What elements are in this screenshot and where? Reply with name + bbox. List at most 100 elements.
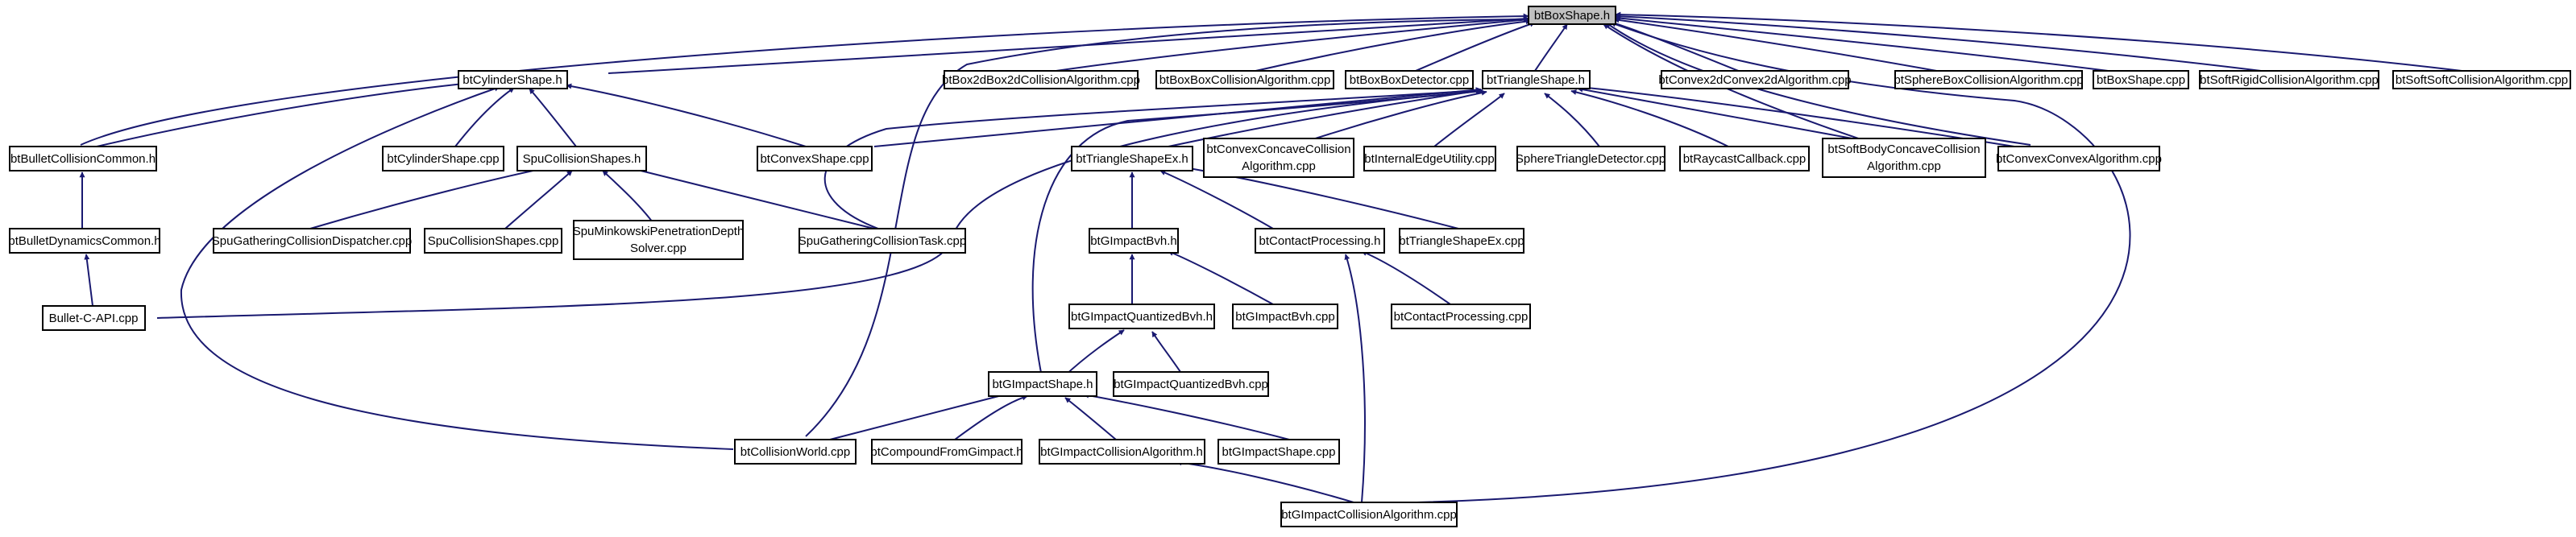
node-btconvex2dconvex2dalgorithm-cpp[interactable]: btConvex2dConvex2dAlgorithm.cpp <box>1658 70 1852 89</box>
node-spucollisionshapes-cpp[interactable]: SpuCollisionShapes.cpp <box>424 228 562 254</box>
node-spheretriangledetector-cpp[interactable]: SphereTriangleDetector.cpp <box>1516 146 1665 171</box>
node-btconvexshape-cpp[interactable]: btConvexShape.cpp <box>757 146 873 171</box>
edge-spugatheringtask-to-triangleshape <box>823 87 1482 229</box>
edge-raycastcallback-to-triangleshape <box>1570 89 1729 147</box>
svg-text:SpuMinkowskiPenetrationDepth: SpuMinkowskiPenetrationDepth <box>573 225 745 238</box>
edge-collisionworld-to-cylindershape <box>180 85 734 450</box>
svg-text:btRaycastCallback.cpp: btRaycastCallback.cpp <box>1683 152 1807 166</box>
svg-text:btGImpactBvh.cpp: btGImpactBvh.cpp <box>1235 310 1334 324</box>
node-btsoftsoftcollisionalgorithm-cpp[interactable]: btSoftSoftCollisionAlgorithm.cpp <box>2392 70 2571 89</box>
node-btcylindershape-h[interactable]: btCylinderShape.h <box>458 70 568 89</box>
svg-text:btContactProcessing.cpp: btContactProcessing.cpp <box>1394 310 1529 324</box>
node-btsphereboxcollisionalgorithm-cpp[interactable]: btSphereBoxCollisionAlgorithm.cpp <box>1894 70 2084 89</box>
edge-softrigid-to-boxshape <box>1615 13 2281 74</box>
svg-text:btTriangleShapeEx.h: btTriangleShapeEx.h <box>1076 152 1188 166</box>
node-btcompoundfromgimpact-h[interactable]: btCompoundFromGimpact.h <box>870 439 1023 465</box>
nodes: btBoxShape.h btCylinderShape.h btBox2dBo… <box>8 6 2571 527</box>
edge-bulletcollisioncommon-to-boxshape <box>80 13 1529 146</box>
svg-text:btTriangleShape.h: btTriangleShape.h <box>1487 73 1585 87</box>
edge-convexshapecpp-to-triangleshape <box>873 87 1482 147</box>
node-btbulletcollisioncommon-h[interactable]: btBulletCollisionCommon.h <box>9 146 157 171</box>
node-btconvexconvexalgorithm-cpp[interactable]: btConvexConvexAlgorithm.cpp <box>1996 146 2162 171</box>
node-btboxboxcollisionalgorithm-cpp[interactable]: btBoxBoxCollisionAlgorithm.cpp <box>1155 70 1334 89</box>
edge-boxboxalgo-to-boxshape <box>1244 19 1532 74</box>
node-btbulletdynamicscommon-h[interactable]: btBulletDynamicsCommon.h <box>8 228 161 254</box>
svg-text:btSoftSoftCollisionAlgorithm.c: btSoftSoftCollisionAlgorithm.cpp <box>2396 73 2568 87</box>
edge-gimpactbvhcpp-to-gimpactbvhh <box>1168 250 1274 305</box>
svg-text:btGImpactQuantizedBvh.cpp: btGImpactQuantizedBvh.cpp <box>1114 378 1268 391</box>
node-btgimpactbvh-h[interactable]: btGImpactBvh.h <box>1089 228 1179 254</box>
edge-convexconcave-to-triangleshape <box>1305 89 1487 143</box>
edge-gimpactshapecpp-to-gimpactshapeh <box>1083 392 1290 440</box>
edge-compoundfromgimpact-to-gimpactshapeh <box>954 394 1028 440</box>
node-btboxboxdetector-cpp[interactable]: btBoxBoxDetector.cpp <box>1345 70 1474 89</box>
svg-text:btGImpactQuantizedBvh.h: btGImpactQuantizedBvh.h <box>1071 310 1213 324</box>
svg-text:btConvexConvexAlgorithm.cpp: btConvexConvexAlgorithm.cpp <box>1996 152 2162 166</box>
node-spugatheringcollisiontask-cpp[interactable]: SpuGatheringCollisionTask.cpp <box>799 228 966 254</box>
svg-text:Algorithm.cpp: Algorithm.cpp <box>1867 159 1941 173</box>
node-btgimpactcollisionalgorithm-cpp[interactable]: btGImpactCollisionAlgorithm.cpp <box>1280 502 1458 527</box>
node-btgimpactbvh-cpp[interactable]: btGImpactBvh.cpp <box>1232 304 1338 329</box>
edge-convexconvex-to-triangleshape <box>1578 85 2015 147</box>
svg-text:btContactProcessing.h: btContactProcessing.h <box>1259 234 1381 248</box>
edge-gimpactcollalgocpp-to-contactprocessingh <box>1344 254 1366 503</box>
edge-collisionworld-to-boxshape <box>805 16 1530 437</box>
svg-text:btBox2dBox2dCollisionAlgorithm: btBox2dBox2dCollisionAlgorithm.cpp <box>942 73 1140 87</box>
svg-text:btBoxShape.cpp: btBoxShape.cpp <box>2097 73 2185 87</box>
svg-text:btBoxShape.h: btBoxShape.h <box>1534 9 1610 23</box>
edge-spucollisionshapesh-to-cylindershape <box>529 88 577 147</box>
svg-text:SpuCollisionShapes.cpp: SpuCollisionShapes.cpp <box>428 234 559 248</box>
edge-bulletcapi-to-bulletdynamicscommon <box>84 254 93 307</box>
edge-spuminkowski-to-spucollisionshapesh <box>602 170 653 223</box>
edge-spucollisionshapescpp-to-spucollisionshapesh <box>504 170 573 229</box>
svg-text:btGImpactShape.h: btGImpactShape.h <box>992 378 1093 391</box>
node-btbox2dbox2dcollisionalgorithm-cpp[interactable]: btBox2dBox2dCollisionAlgorithm.cpp <box>942 70 1140 89</box>
edge-cylindershape-to-boxshape <box>608 15 1529 74</box>
node-btcylindershape-cpp[interactable]: btCylinderShape.cpp <box>382 146 504 171</box>
node-spucollisionshapes-h[interactable]: SpuCollisionShapes.h <box>516 146 647 171</box>
edge-softbodyconcave-to-triangleshape <box>1577 86 1870 143</box>
node-btcontactprocessing-h[interactable]: btContactProcessing.h <box>1255 228 1385 254</box>
edge-contactprocessingh-to-triangleshapeexh <box>1159 170 1274 229</box>
edge-gimpactshapeh-to-triangleshape <box>1031 89 1483 378</box>
node-bttriangleshape-h[interactable]: btTriangleShape.h <box>1482 70 1591 89</box>
node-btgimpactshape-cpp[interactable]: btGImpactShape.cpp <box>1217 439 1340 465</box>
node-bullet-c-api-cpp[interactable]: Bullet-C-API.cpp <box>42 305 146 331</box>
node-btcollisionworld-cpp[interactable]: btCollisionWorld.cpp <box>734 439 857 465</box>
node-btgimpactquantizedbvh-h[interactable]: btGImpactQuantizedBvh.h <box>1068 304 1215 329</box>
edge-spugatheringtask-to-spucollisionshapesh <box>624 165 875 229</box>
node-btboxshape-cpp[interactable]: btBoxShape.cpp <box>2093 70 2189 89</box>
svg-text:btBulletDynamicsCommon.h: btBulletDynamicsCommon.h <box>8 234 160 248</box>
edge-convexshapecpp-to-cylindershape <box>566 83 807 147</box>
node-btcontactprocessing-cpp[interactable]: btContactProcessing.cpp <box>1391 304 1531 329</box>
edge-boxboxdetector-to-boxshape <box>1409 21 1536 74</box>
svg-text:btBoxBoxDetector.cpp: btBoxBoxDetector.cpp <box>1350 73 1469 87</box>
edge-gimpactcollalgocpp-to-gimpactcollalgoh <box>1176 460 1354 503</box>
svg-text:btConvexShape.cpp: btConvexShape.cpp <box>760 152 869 166</box>
edge-boxshapecpp-to-boxshape <box>1615 15 2128 74</box>
edge-gimpactcollalgocpp-to-boxshape <box>1385 21 2131 504</box>
node-spugatheringcollisiondispatcher-cpp[interactable]: SpuGatheringCollisionDispatcher.cpp <box>212 228 412 254</box>
edge-internaledge-to-triangleshape <box>1433 93 1505 147</box>
svg-text:btCollisionWorld.cpp: btCollisionWorld.cpp <box>740 445 850 459</box>
node-btgimpactshape-h[interactable]: btGImpactShape.h <box>988 371 1097 397</box>
node-btsoftrigidcollisionalgorithm-cpp[interactable]: btSoftRigidCollisionAlgorithm.cpp <box>2199 70 2379 89</box>
node-btgimpactquantizedbvh-cpp[interactable]: btGImpactQuantizedBvh.cpp <box>1113 371 1269 397</box>
svg-text:SpuCollisionShapes.h: SpuCollisionShapes.h <box>523 152 641 166</box>
edge-spugatheringdispatcher-to-spucollisionshapesh <box>309 163 561 229</box>
node-btraycastcallback-cpp[interactable]: btRaycastCallback.cpp <box>1679 146 1810 171</box>
edge-contactprocessingcpp-to-contactprocessingh <box>1361 250 1451 305</box>
svg-text:SpuGatheringCollisionTask.cpp: SpuGatheringCollisionTask.cpp <box>799 234 966 248</box>
svg-text:btInternalEdgeUtility.cpp: btInternalEdgeUtility.cpp <box>1364 152 1494 166</box>
node-btgimpactcollisionalgorithm-h[interactable]: btGImpactCollisionAlgorithm.h <box>1039 439 1205 465</box>
node-btinternaledgeutility-cpp[interactable]: btInternalEdgeUtility.cpp <box>1363 146 1496 171</box>
node-btboxshape-h[interactable]: btBoxShape.h <box>1528 6 1616 25</box>
svg-text:btSoftRigidCollisionAlgorithm.: btSoftRigidCollisionAlgorithm.cpp <box>2200 73 2379 87</box>
node-bttriangleshapeex-h[interactable]: btTriangleShapeEx.h <box>1071 146 1193 171</box>
edge-triangleshape-to-boxshape <box>1534 23 1568 72</box>
edge-gimpactcollalgoh-to-gimpactshapeh <box>1064 397 1117 440</box>
node-bttriangleshapeex-cpp[interactable]: btTriangleShapeEx.cpp <box>1399 228 1524 254</box>
